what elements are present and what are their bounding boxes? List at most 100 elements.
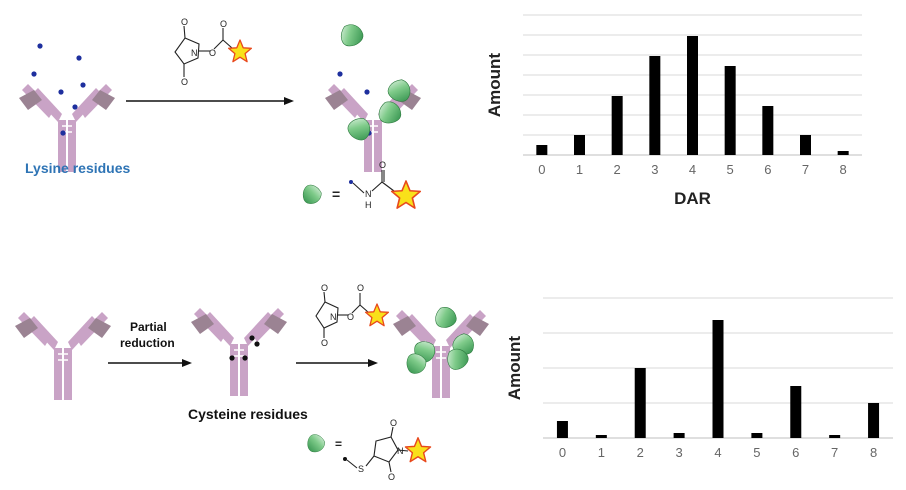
reagent-bottom: N O O O O: [315, 283, 390, 348]
bar-dar-4: [712, 320, 724, 438]
lysine-dot: [58, 89, 64, 95]
x-tick-label: 7: [802, 162, 809, 177]
bar-dar-2: [634, 368, 646, 438]
x-tick-label: 3: [651, 162, 658, 177]
arrow-head: [368, 359, 378, 367]
bar-dar-1: [574, 135, 585, 155]
bar-dar-6: [762, 106, 774, 155]
x-tick-label: 0: [559, 445, 566, 460]
cysteine-residues-label: Cysteine residues: [188, 406, 308, 422]
x-tick-label: 5: [727, 162, 734, 177]
lysine-panel: Lysine residues N O O O O: [18, 17, 422, 210]
atom-n: N: [330, 312, 337, 322]
lysine-dot: [80, 82, 86, 88]
native-antibody-bottom: [14, 311, 112, 401]
dar-chart-cysteine: 0 1 2 3 4 5 6 7 8 Amount: [505, 297, 893, 460]
bar-dar-2: [611, 96, 623, 155]
lysine-dot: [60, 130, 66, 136]
atom-s: S: [358, 464, 364, 474]
x-tick-label: 0: [538, 162, 545, 177]
x-tick-label: 4: [714, 445, 721, 460]
payload-icon: [302, 184, 322, 204]
payload-star-icon: [390, 180, 422, 209]
equals-sign: =: [332, 186, 340, 202]
attachment-dot: [343, 457, 347, 461]
equals-sign: =: [335, 437, 342, 451]
bar-dar-6: [790, 386, 802, 438]
atom-o: O: [181, 77, 188, 87]
lysine-dot: [72, 104, 78, 110]
x-tick-label: 2: [614, 162, 621, 177]
partial-reduction-label-1: Partial: [130, 320, 167, 334]
atom-o: O: [321, 283, 328, 293]
x-tick-label: 8: [840, 162, 847, 177]
cysteine-panel: Partial reduction Cysteine residues N O …: [14, 283, 490, 482]
bar-dar-7: [829, 435, 841, 438]
lysine-residues-label: Lysine residues: [25, 160, 131, 176]
x-tick-label: 4: [689, 162, 696, 177]
nhs-ester-reagent-top: N O O O O: [174, 17, 253, 87]
atom-o: O: [390, 418, 397, 428]
atom-n: N: [365, 189, 372, 199]
lysine-dot: [76, 55, 82, 61]
attachment-dot: [349, 180, 353, 184]
x-tick-label: 7: [831, 445, 838, 460]
bar-dar-8: [868, 403, 880, 438]
lysine-dot: [337, 71, 343, 77]
atom-o: O: [379, 160, 386, 170]
thiol-dot: [229, 355, 235, 361]
thiol-dot: [242, 355, 248, 361]
x-tick-label: 8: [870, 445, 877, 460]
atom-n: N: [397, 446, 404, 456]
bar-dar-0: [536, 145, 548, 155]
lysine-dot: [37, 43, 43, 49]
x-tick-label: 2: [637, 445, 644, 460]
bar-dar-3: [673, 433, 685, 438]
atom-o: O: [388, 472, 395, 482]
atom-h: H: [365, 200, 372, 210]
y-axis-title: Amount: [505, 336, 524, 401]
payload-star-icon: [364, 303, 390, 327]
atom-o: O: [220, 19, 227, 29]
lysine-dot: [364, 89, 370, 95]
conjugated-antibody-bottom: [392, 303, 490, 399]
bar-dar-5: [751, 433, 763, 438]
bar-dar-4: [687, 36, 698, 155]
bar-dar-7: [800, 135, 811, 155]
native-antibody-top: [18, 43, 116, 173]
bar-dar-8: [837, 151, 849, 155]
payload-star-icon: [227, 39, 253, 63]
thiol-dot: [249, 335, 255, 341]
x-tick-label: 5: [753, 445, 760, 460]
thiol-dot: [254, 341, 260, 347]
atom-o: O: [357, 283, 364, 293]
x-tick-label: 3: [675, 445, 682, 460]
atom-o: O: [347, 312, 354, 322]
payload-icon: [336, 19, 367, 50]
x-tick-label: 6: [792, 445, 799, 460]
atom-n: N: [191, 48, 198, 58]
reduced-antibody: [190, 307, 288, 397]
payload-legend-top: = N H O: [302, 160, 422, 210]
conjugated-antibody-top: [324, 19, 422, 173]
arrow-head: [182, 359, 192, 367]
bar-dar-1: [595, 435, 607, 438]
atom-o: O: [209, 48, 216, 58]
payload-star-icon: [404, 437, 432, 463]
lysine-dot: [31, 71, 37, 77]
partial-reduction-label-2: reduction: [120, 336, 175, 350]
bar-dar-3: [649, 56, 661, 155]
x-axis-title: DAR: [674, 189, 711, 208]
bar-dar-0: [556, 421, 568, 438]
x-tick-label: 1: [598, 445, 605, 460]
bar-dar-5: [724, 66, 736, 155]
x-tick-label: 6: [764, 162, 771, 177]
atom-o: O: [181, 17, 188, 27]
arrow-head: [284, 97, 294, 105]
payload-icon: [431, 303, 459, 331]
x-tick-label: 1: [576, 162, 583, 177]
payload-legend-bottom: = S N O O: [307, 418, 432, 482]
y-axis-title: Amount: [485, 53, 504, 118]
